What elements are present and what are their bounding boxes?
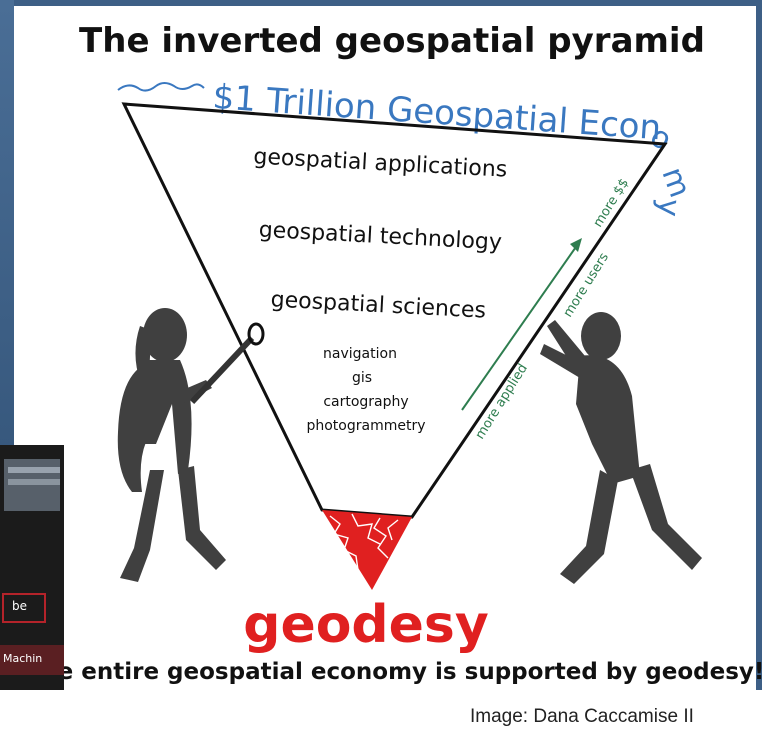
growth-arrowhead xyxy=(570,238,582,252)
inset-screen-row xyxy=(8,479,60,485)
growth-arrow xyxy=(461,243,579,411)
background-right xyxy=(756,0,762,690)
geodesy-tip xyxy=(322,510,412,590)
arrow-label-more-applied: more applied xyxy=(473,361,531,442)
pointer-stick xyxy=(189,335,255,405)
geodesy-label: geodesy xyxy=(243,595,489,655)
science-cartography: cartography xyxy=(323,394,408,410)
image-credit: Image: Dana Caccamise II xyxy=(470,706,694,727)
background-top xyxy=(0,0,762,6)
inset-button-label: be xyxy=(12,599,27,613)
science-photogrammetry: photogrammetry xyxy=(306,418,425,434)
inset-bar-label: Machin xyxy=(3,652,43,665)
geodesy-tip-texture xyxy=(329,513,399,571)
right-figure-silhouette xyxy=(540,312,702,584)
diagram-title: The inverted geospatial pyramid xyxy=(79,21,705,61)
layer-technology: geospatial technology xyxy=(258,218,502,256)
diagram-caption: The entire geospatial economy is support… xyxy=(26,659,762,685)
pointer-stick-tip xyxy=(247,322,265,346)
science-gis: gis xyxy=(352,370,372,386)
left-figure-silhouette xyxy=(117,308,226,582)
layer-applications: geospatial applications xyxy=(253,144,508,182)
scribble-mark xyxy=(117,82,205,92)
inset-button: be xyxy=(2,593,46,623)
economy-label-m: m xyxy=(654,163,697,202)
background-inset-screenshot: be Machin xyxy=(0,445,64,690)
inset-bar: Machin xyxy=(0,645,64,675)
inset-screen-row xyxy=(8,467,60,473)
layer-sciences: geospatial sciences xyxy=(270,287,486,323)
science-navigation: navigation xyxy=(323,346,397,362)
economy-label-y: y xyxy=(650,197,686,218)
